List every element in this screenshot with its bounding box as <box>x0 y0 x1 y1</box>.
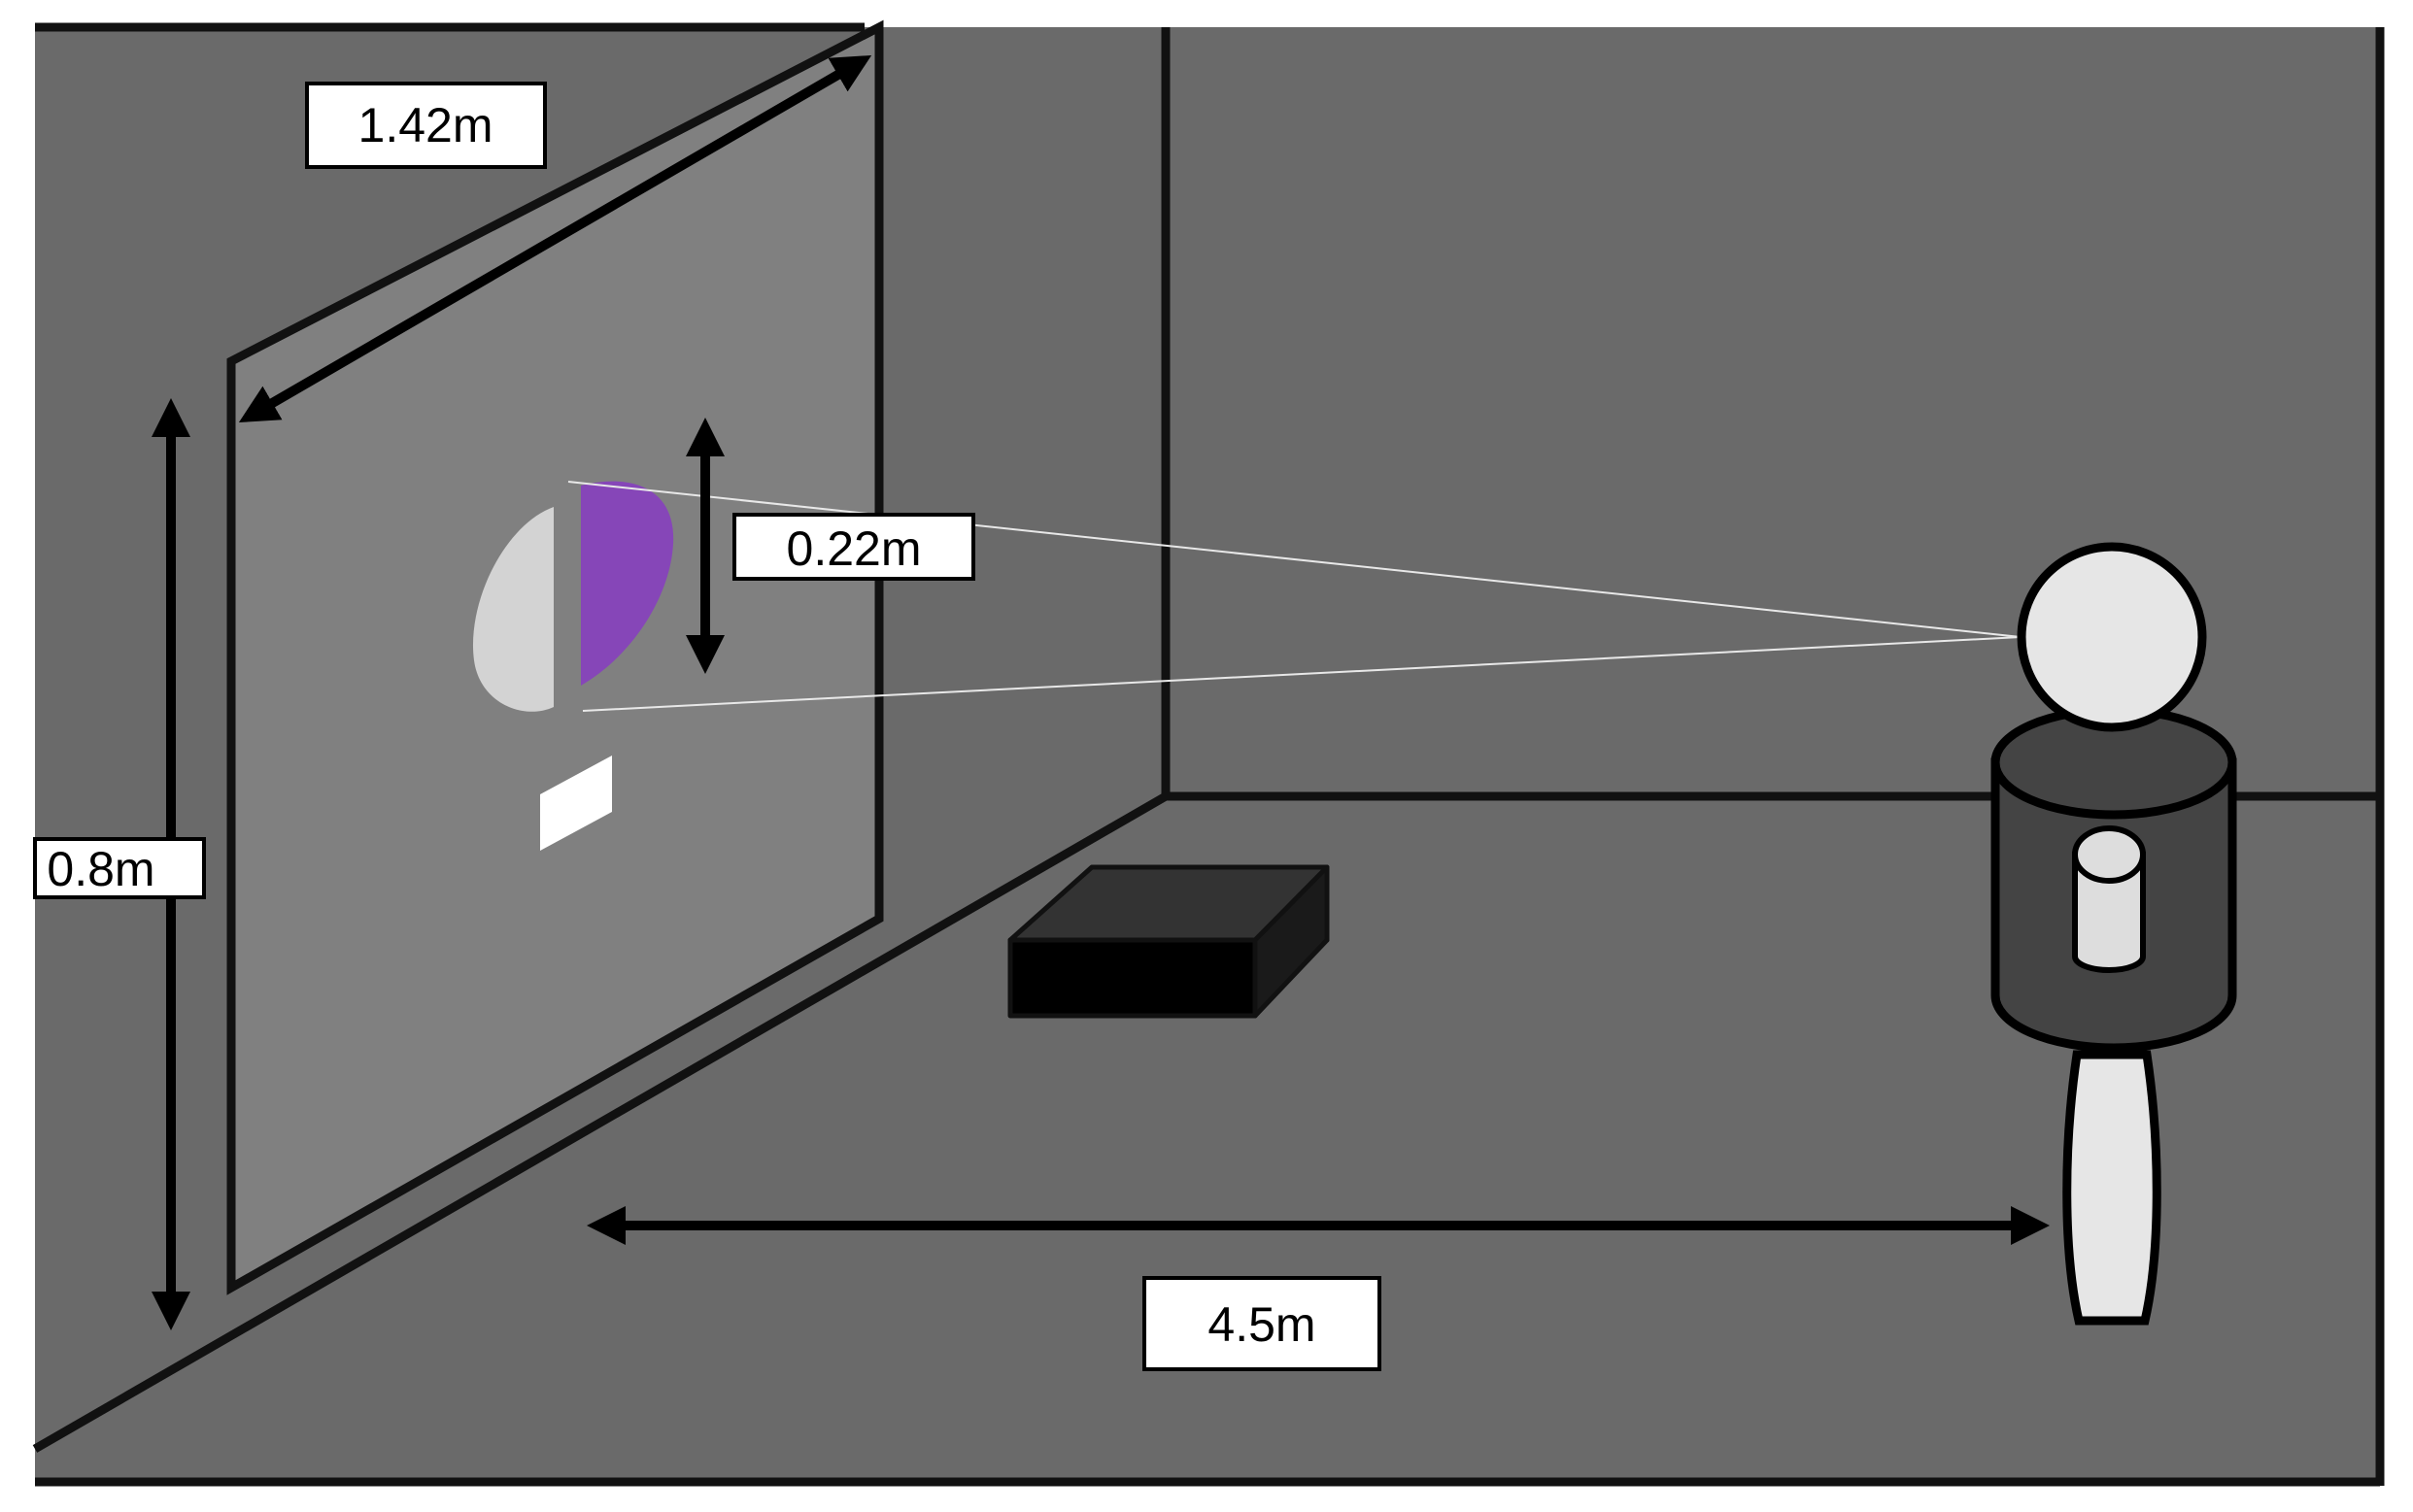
label-screen-width: 1.42m <box>305 82 547 169</box>
observer-head <box>2017 542 2207 732</box>
label-viewing-distance: 4.5m <box>1142 1276 1381 1371</box>
sight-lines <box>567 481 2022 712</box>
left-wall-floor-edge <box>32 792 1169 1453</box>
projector-box-icon <box>1007 864 1330 1019</box>
label-box-viewing-distance <box>1142 1276 1381 1371</box>
observer-legs <box>2062 1050 2161 1326</box>
observer-arm-top <box>2072 825 2146 884</box>
observer-arm <box>2072 852 2146 973</box>
label-viewing-distance-text: 4.5m <box>1207 1297 1315 1352</box>
label-screen-height-text: 0.8m <box>47 842 154 896</box>
projector-front-face <box>1007 937 1258 1019</box>
label-box-stimulus-height <box>732 513 975 581</box>
label-stimulus-height: 0.22m <box>732 513 975 581</box>
sight-line-top <box>567 481 2022 638</box>
room-edges <box>32 22 2385 1487</box>
label-screen-width-text: 1.42m <box>358 98 493 152</box>
stimulus-right-half <box>581 481 674 686</box>
observer-person-icon <box>1990 542 2237 1326</box>
stimulus-left-half <box>472 507 554 712</box>
label-screen-height: 0.8m <box>33 837 206 899</box>
screen-width-arrow <box>238 54 872 423</box>
label-stimulus-height-text: 0.22m <box>787 521 922 576</box>
label-box-screen-height <box>33 837 206 899</box>
label-box-screen-width <box>305 82 547 169</box>
sight-line-bottom <box>582 636 2022 712</box>
fixation-marker <box>540 756 612 851</box>
